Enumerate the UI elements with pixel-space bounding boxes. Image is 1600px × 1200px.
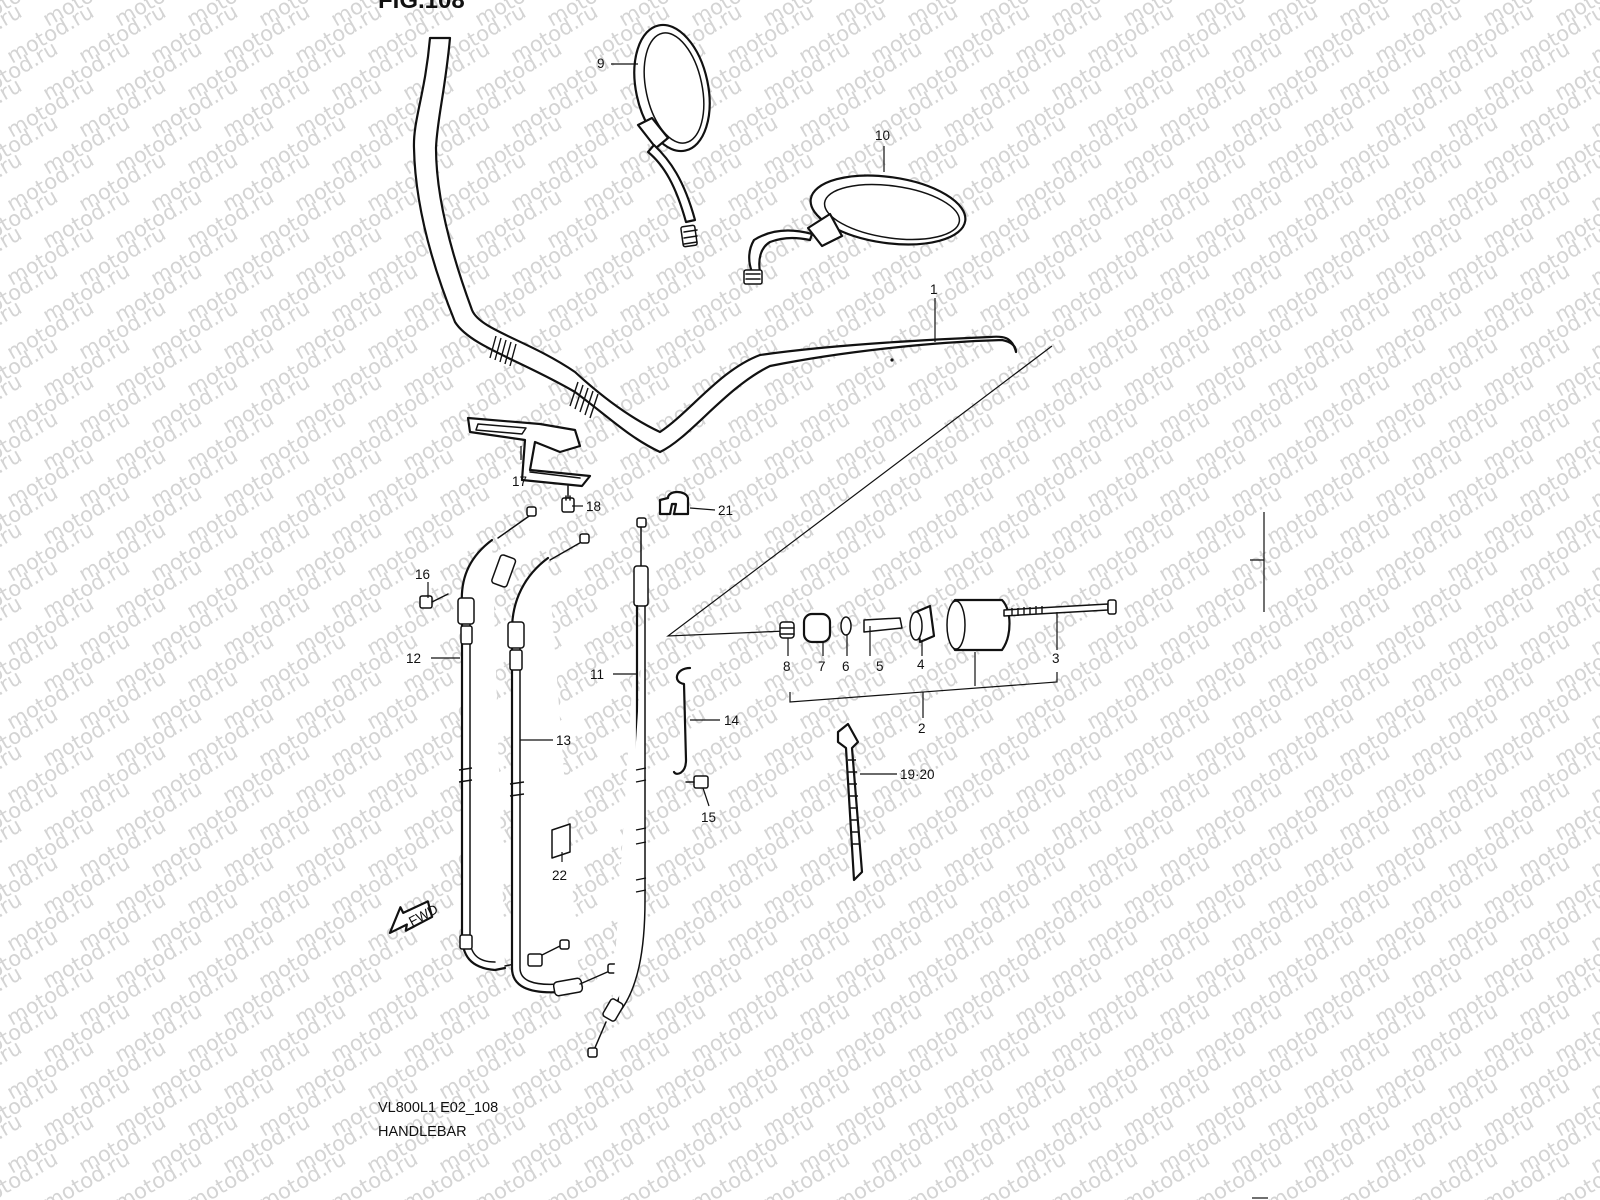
callout-18: 18	[586, 499, 601, 514]
model-code-caption: VL800L1 E02_108	[378, 1100, 498, 1116]
callout-17: 17	[512, 474, 527, 489]
bolt-part-18[interactable]	[561, 485, 575, 513]
callout-5: 5	[876, 659, 884, 674]
callout-7: 7	[818, 659, 826, 674]
callout-1: 1	[930, 282, 938, 297]
callout-15: 15	[701, 810, 716, 825]
section-caption: HANDLEBAR	[378, 1124, 467, 1140]
callout-9: 9	[597, 56, 605, 71]
figure-title: FIG.108	[378, 0, 465, 14]
callout-3: 3	[1052, 651, 1060, 666]
callout-6: 6	[842, 659, 850, 674]
callout-13: 13	[556, 733, 571, 748]
callout-19-20: 19·20	[900, 767, 935, 782]
balancer-weight-part-2[interactable]	[946, 598, 1011, 652]
callout-12: 12	[406, 651, 421, 666]
washer-part-6[interactable]	[840, 616, 852, 636]
nut-part-8[interactable]	[779, 621, 795, 639]
label-part-22[interactable]	[551, 823, 571, 859]
callout-8: 8	[783, 659, 791, 674]
callout-4: 4	[917, 657, 925, 672]
callout-22: 22	[552, 868, 567, 883]
callout-21: 21	[718, 503, 733, 518]
callout-10: 10	[875, 128, 890, 143]
damper-part-7[interactable]	[802, 612, 832, 644]
callout-2: 2	[918, 721, 926, 736]
callout-16: 16	[415, 567, 430, 582]
callout-14: 14	[724, 713, 740, 728]
callout-11: 11	[590, 667, 604, 682]
